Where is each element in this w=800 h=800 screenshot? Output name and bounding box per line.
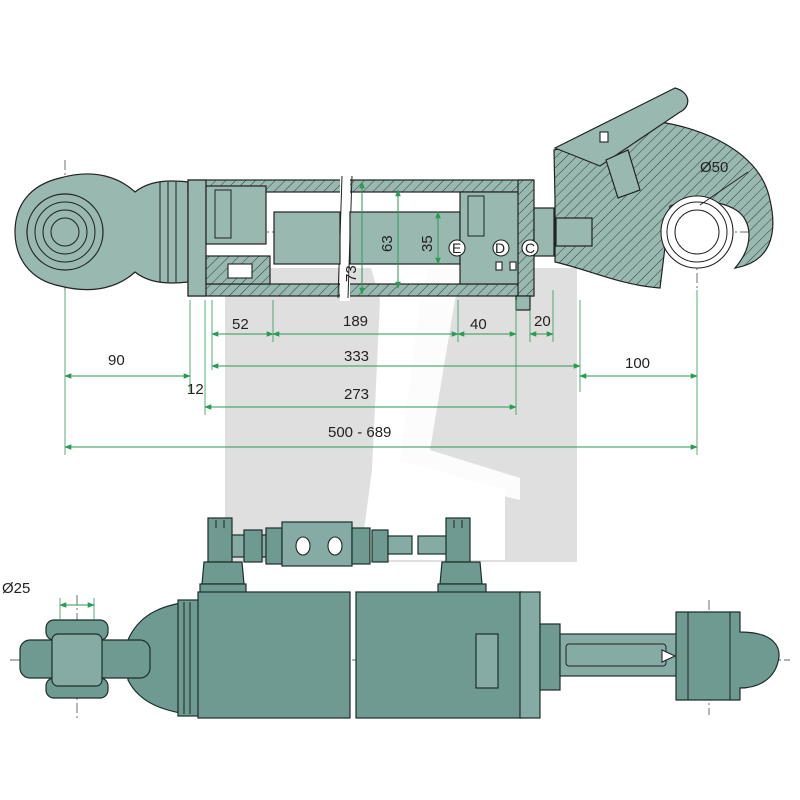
exterior-view: Ø25 [2,517,790,720]
right-hook [553,87,774,289]
dim-73: 73 [343,265,360,282]
dim-189: 189 [343,313,368,330]
port-label-e: E [452,240,461,256]
left-ball-joint [14,173,189,291]
cylinder-barrel [127,591,561,719]
piston-rod [559,611,780,701]
port-label-c: C [525,240,535,256]
dim-333: 333 [344,348,369,365]
dim-90: 90 [108,352,125,369]
dim-35: 35 [419,235,436,252]
dim-dia50: Ø50 [700,159,728,176]
cylinder-section [187,175,555,311]
dim-500-689: 500 - 689 [328,424,391,441]
dim-dia25: Ø25 [2,580,30,597]
horizontal-dimensions: 52 189 40 20 90 333 100 12 273 500 - 689 [64,290,698,455]
port-labels: E D C [448,239,539,257]
dim-52: 52 [232,316,249,333]
section-view: E D C 73 63 35 Ø50 [14,87,774,311]
hydraulic-lines [199,517,487,597]
dim-20: 20 [534,313,551,330]
left-ball-joint-exterior: Ø25 [2,580,151,699]
dim-100: 100 [625,355,650,372]
vertical-dimensions: 73 63 35 [343,181,441,295]
dim-63: 63 [379,235,396,252]
dim-273: 273 [344,386,369,403]
dim-40: 40 [470,316,487,333]
dim-12: 12 [187,381,204,398]
port-label-d: D [495,240,505,256]
